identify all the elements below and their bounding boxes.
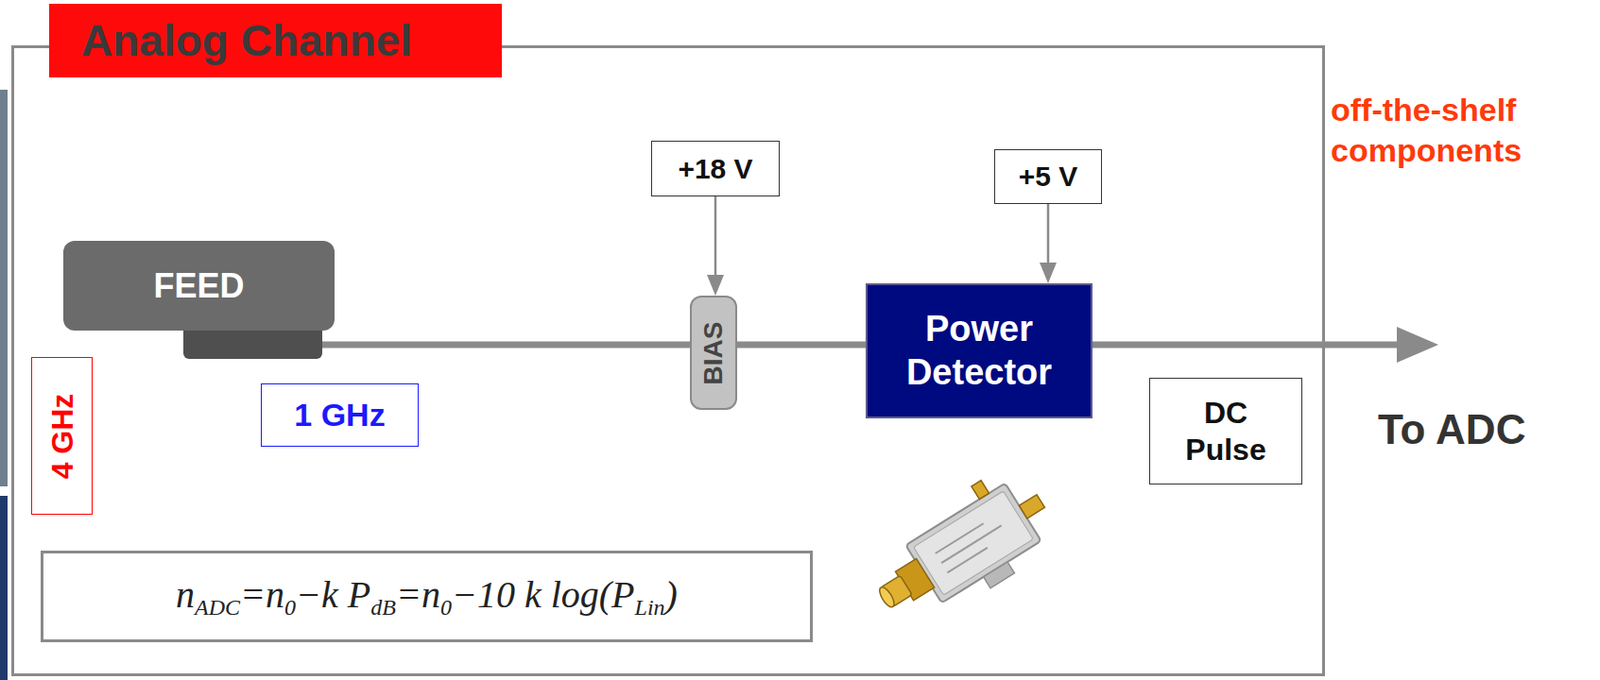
- output-label: To ADC: [1377, 406, 1526, 454]
- node-text: +18 V: [677, 153, 753, 186]
- channel-frame: Analog ChannelFEED4 GHz1 GHz+18 VBIAS+5 …: [11, 45, 1325, 677]
- connector: [1039, 204, 1057, 284]
- connector: [737, 344, 866, 346]
- formula-part: ): [665, 573, 678, 617]
- bias-tee: BIAS: [689, 295, 738, 411]
- edge-strip: [0, 89, 8, 487]
- connector-line: [322, 342, 690, 349]
- node-text: FEED: [153, 266, 244, 307]
- connector: [322, 344, 690, 346]
- connector-line: [737, 342, 866, 349]
- node-text: 1 GHz: [293, 396, 385, 434]
- node-text: BIAS: [698, 321, 729, 385]
- detector-illustration: [857, 459, 1067, 640]
- node-text: DC Pulse: [1185, 395, 1266, 468]
- formula-box: nADC=n0−k PdB=n0−10 k log(PLin): [40, 550, 813, 643]
- feed-horn: FEED: [63, 240, 335, 360]
- heading-text: Analog Channel: [81, 15, 413, 67]
- power-detector: Power Detector: [865, 283, 1093, 419]
- supply-box: +5 V: [994, 149, 1102, 205]
- formula-subscript: Lin: [635, 595, 666, 620]
- node-text: +5 V: [1018, 160, 1079, 193]
- feed-body: FEED: [63, 240, 335, 331]
- formula-subscript: 0: [440, 595, 452, 620]
- formula-subscript: dB: [370, 595, 396, 620]
- connector-line: [1047, 204, 1050, 265]
- formula-subscript: 0: [284, 595, 296, 620]
- arrowhead: [706, 275, 724, 296]
- formula-part: −k P: [295, 573, 371, 617]
- connector-line: [714, 196, 718, 277]
- arrowhead: [1039, 262, 1057, 284]
- formula-part: n: [175, 573, 195, 617]
- note-text: off-the-shelf components: [1330, 89, 1596, 171]
- edge-strip: [0, 496, 8, 680]
- supply-box: +18 V: [651, 140, 780, 197]
- output-wire: [1092, 342, 1401, 349]
- frequency-tag: 4 GHz: [31, 357, 93, 516]
- heading-box: Analog Channel: [49, 3, 502, 78]
- node-text: 4 GHz: [44, 393, 80, 480]
- connector: [706, 196, 724, 296]
- formula-part: −10 k log(P: [451, 573, 636, 617]
- formula-part: =n: [395, 573, 441, 617]
- feed-tab: [183, 328, 323, 360]
- signal-box: DC Pulse: [1149, 378, 1303, 485]
- node-text: Power Detector: [906, 308, 1052, 395]
- formula-subscript: ADC: [194, 595, 241, 620]
- formula-line: nADC=n0−k PdB=n0−10 k log(PLin): [175, 572, 678, 621]
- output-arrowhead: [1396, 326, 1439, 363]
- frequency-tag: 1 GHz: [260, 383, 419, 448]
- formula-part: =n: [240, 573, 285, 617]
